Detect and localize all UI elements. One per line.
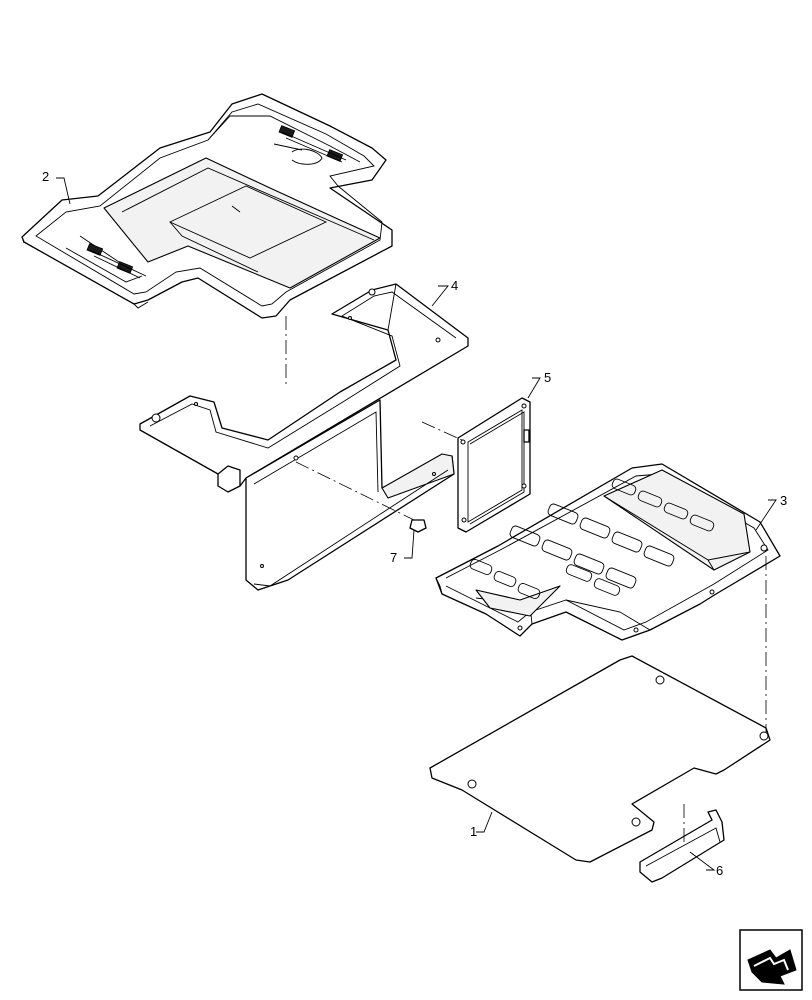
callout-4: 4: [451, 278, 458, 293]
callout-2: 2: [42, 169, 49, 184]
part-7-fastener[interactable]: [409, 519, 427, 533]
part-6-bracket-clip[interactable]: [639, 809, 725, 883]
callout-7: 7: [390, 550, 397, 565]
part-4-seat-plate[interactable]: [139, 283, 469, 591]
callout-6: 6: [716, 863, 723, 878]
callout-leaders: [56, 177, 777, 871]
callout-1: 1: [470, 824, 477, 839]
next-page-arrow-icon[interactable]: [739, 929, 803, 991]
callout-3: 3: [780, 493, 787, 508]
part-2-floor-mat[interactable]: [21, 93, 393, 319]
callout-5: 5: [544, 370, 551, 385]
assembly-lines: [285, 316, 767, 846]
part-3-grate-tray[interactable]: [435, 463, 781, 641]
part-1-flat-plate[interactable]: [429, 655, 771, 863]
grate-slots: [469, 478, 715, 599]
part-5-side-panel[interactable]: [457, 397, 531, 533]
